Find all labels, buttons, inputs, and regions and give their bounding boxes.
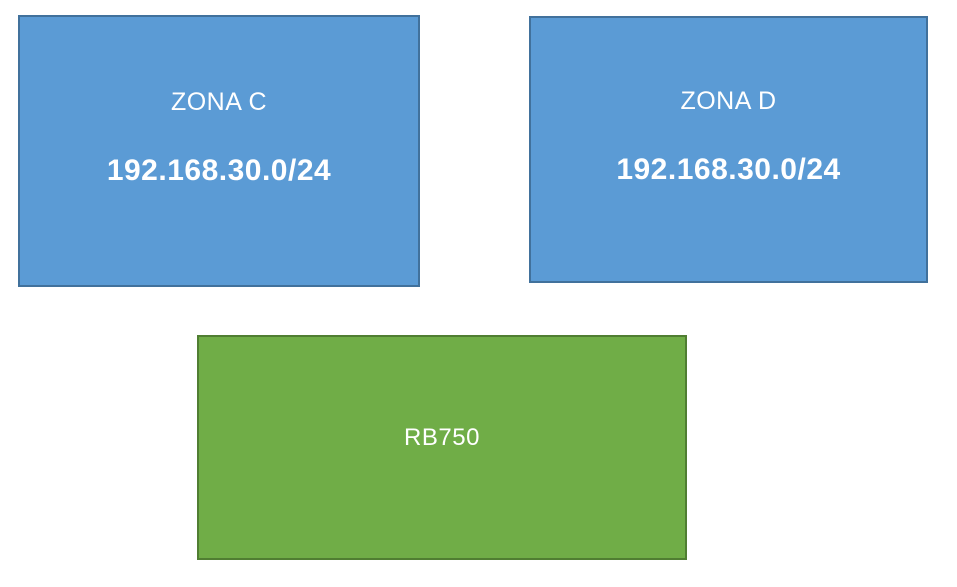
zone-d-box: ZONA D 192.168.30.0/24 — [529, 16, 928, 283]
zone-c-subnet: 192.168.30.0/24 — [106, 154, 332, 187]
zone-c-title: ZONA C — [170, 88, 268, 116]
router-box: RB750 — [197, 335, 687, 560]
zone-d-subnet: 192.168.30.0/24 — [616, 152, 841, 186]
zone-c-box: ZONA C 192.168.30.0/24 — [18, 15, 420, 287]
router-label: RB750 — [404, 424, 480, 451]
zone-d-title: ZONA D — [680, 86, 777, 115]
